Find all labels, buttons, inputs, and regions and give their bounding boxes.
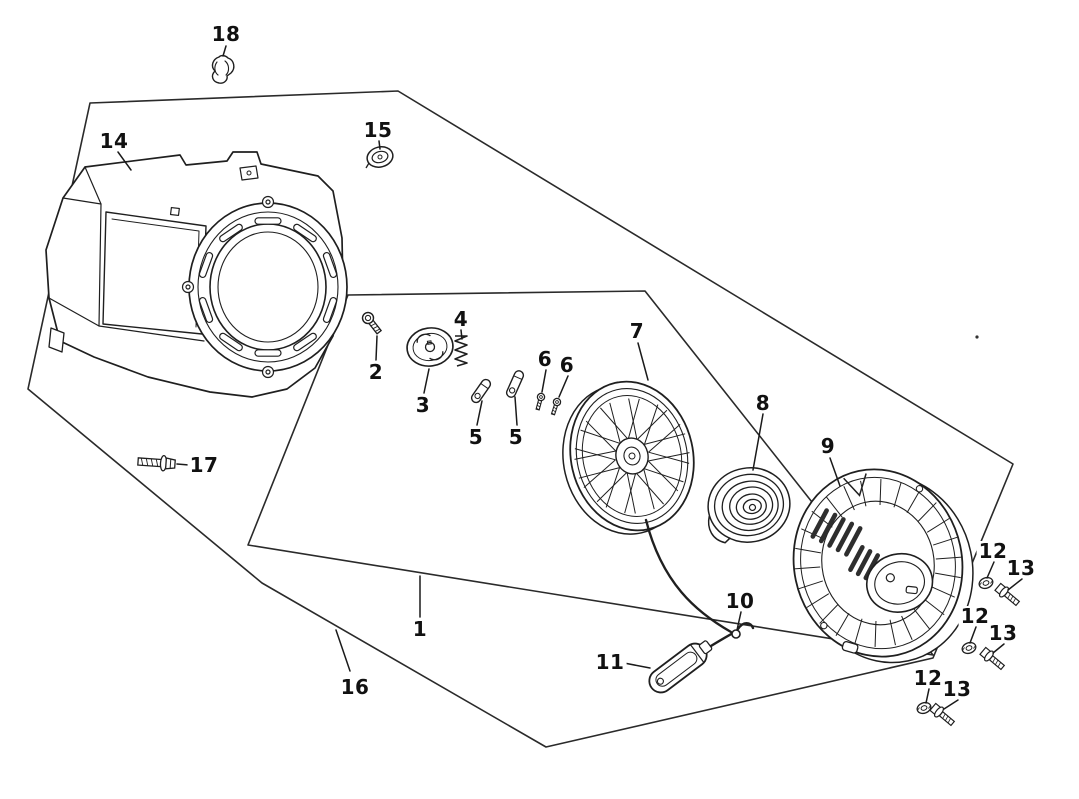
small-bolt-part-top bbox=[994, 582, 1021, 607]
spring-part bbox=[454, 335, 468, 367]
callout-13-top: 13 bbox=[1004, 556, 1038, 580]
subassembly-boundary bbox=[247, 290, 934, 656]
callout-15: 15 bbox=[361, 118, 395, 142]
callout-5-right: 5 bbox=[506, 425, 526, 449]
flange-bolt-part bbox=[137, 455, 176, 472]
screw-part-right bbox=[550, 397, 562, 416]
leader-lines bbox=[117, 45, 1023, 710]
bolt-part-2 bbox=[361, 311, 383, 335]
callout-17: 17 bbox=[187, 453, 221, 477]
flange-nut-part-top bbox=[978, 576, 994, 590]
stray-mark bbox=[975, 335, 979, 339]
small-bolt-part-middle bbox=[979, 646, 1006, 671]
outer-boundary bbox=[27, 90, 1014, 748]
spiral-spring-part bbox=[707, 467, 791, 544]
callout-6-left: 6 bbox=[535, 347, 555, 371]
small-bolt-part-bottom bbox=[929, 702, 956, 727]
callout-4: 4 bbox=[451, 307, 471, 331]
callout-11: 11 bbox=[593, 650, 627, 674]
callout-12-bottom: 12 bbox=[911, 666, 945, 690]
callout-12-middle: 12 bbox=[958, 604, 992, 628]
ratchet-plate-part bbox=[406, 327, 454, 367]
callout-13-bottom: 13 bbox=[940, 677, 974, 701]
callout-9: 9 bbox=[818, 434, 838, 458]
callout-14: 14 bbox=[97, 129, 131, 153]
starter-grip-part bbox=[648, 640, 713, 694]
louver-vents bbox=[810, 508, 863, 557]
callout-1: 1 bbox=[410, 617, 430, 641]
fan-cover-part bbox=[45, 151, 348, 398]
flange-nut-part-bottom bbox=[916, 701, 932, 715]
screw-part-left bbox=[535, 392, 546, 411]
flange-nut-part-middle bbox=[961, 641, 977, 655]
callout-12-top: 12 bbox=[976, 539, 1010, 563]
starter-case-part bbox=[792, 468, 974, 664]
callout-18: 18 bbox=[209, 22, 243, 46]
callout-10: 10 bbox=[723, 589, 757, 613]
callout-16: 16 bbox=[338, 675, 372, 699]
pawl-part-left bbox=[470, 378, 492, 404]
callout-7: 7 bbox=[627, 319, 647, 343]
callout-8: 8 bbox=[753, 391, 773, 415]
pawl-part-right bbox=[505, 370, 525, 398]
reel-part bbox=[562, 380, 695, 535]
clip-part bbox=[211, 54, 235, 84]
callout-2: 2 bbox=[366, 360, 386, 384]
callout-5-left: 5 bbox=[466, 425, 486, 449]
callout-3: 3 bbox=[413, 393, 433, 417]
callout-13-middle: 13 bbox=[986, 621, 1020, 645]
cap-part bbox=[365, 146, 394, 169]
callout-6-right: 6 bbox=[557, 353, 577, 377]
